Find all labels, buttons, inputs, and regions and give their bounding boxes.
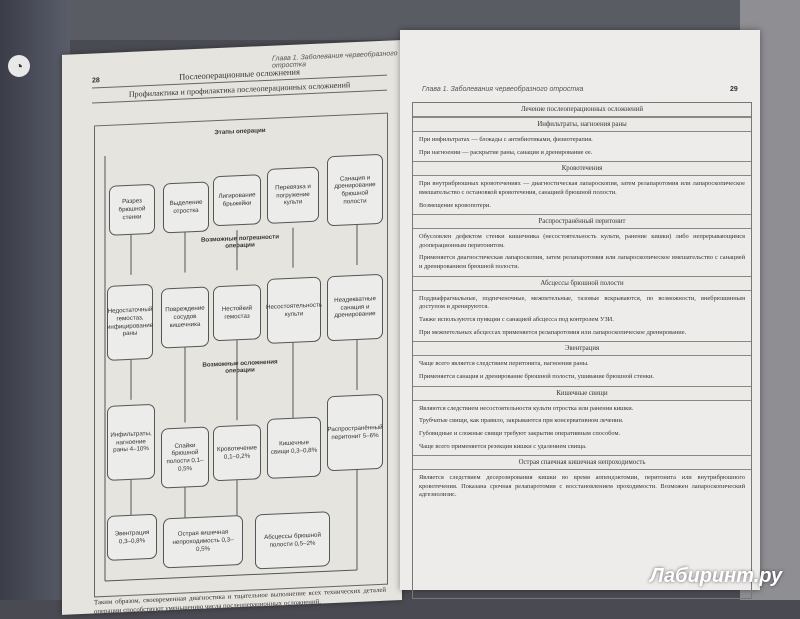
section-paragraph: Губовидные и сложные свищи требуют закры…: [419, 429, 621, 437]
error-stump-failure: Несостоятельность культи: [266, 276, 322, 344]
section-paragraph: Поддиафрагмальные, подпеченочные, межпет…: [419, 294, 745, 311]
section-paragraph: Обусловлен дефектом стенки кишечника (не…: [419, 233, 745, 249]
flow-diagram: Этапы операции Возможные погрешности опе…: [94, 112, 388, 598]
stage-mesentery-ligation: Лигирование брыжейки: [213, 174, 261, 227]
section-title: Инфильтраты, нагноения раны: [413, 117, 751, 132]
complication-bleeding: Кровотечение 0,1–0,2%: [213, 424, 261, 482]
section-paragraph: Возмещение кровопотери.: [419, 201, 491, 209]
section-paragraph: Являются следствием несостоятельности ку…: [419, 404, 634, 412]
watermark: Лабиринт.ру: [650, 565, 783, 587]
section-paragraph: Чаще всего является следствием перитонит…: [419, 360, 589, 368]
right-running-head: Глава 1. Заболевания червеобразного отро…: [422, 86, 584, 93]
section-title: Абсцессы брюшной полости: [413, 275, 751, 291]
section-paragraph: Применяется диагностическая лапароскопия…: [419, 254, 745, 271]
stage-sanitation: Санация и дренирование брюшной полости: [327, 153, 383, 227]
error-inadequate-sanitation: Неадекватные санация и дренирование: [327, 273, 383, 342]
complication-obstruction: Острая кишечная непроходимость 0,3–0,5%: [163, 514, 243, 569]
background-left: [0, 0, 70, 600]
section-paragraph: Чаще всего применяется резекция кишки с …: [419, 442, 587, 450]
stage-incision: Разрез брюшной стенки: [109, 183, 155, 236]
complication-abscesses: Абсцессы брюшной полости 0,5–2%: [255, 511, 330, 570]
section-title: Распространённый перитонит: [413, 214, 751, 230]
error-unstable-hemostasis: Нестойкий гемостаз: [213, 284, 261, 342]
section-title: Эвентрация: [413, 341, 751, 357]
section-paragraph: Также используются пункции с санацией аб…: [419, 316, 614, 324]
stage-stump-ligation: Перевязка и погружение культи: [267, 166, 319, 224]
error-vessel-damage: Повреждение сосудов кишечника: [161, 286, 209, 349]
table-title: Лечение послеоперационных осложнений: [413, 103, 751, 117]
diagram-connectors: [104, 155, 358, 582]
complication-peritonitis: Распространённый перитонит 5–6%: [327, 393, 383, 472]
section-paragraph: Является следствием десерозирования кишк…: [419, 474, 745, 499]
left-page: Глава 1. Заболевания червеобразного отро…: [62, 40, 402, 615]
complication-fistulas: Кишечные свищи 0,3–0,8%: [267, 416, 321, 479]
section-paragraph: При инфильтратах — блокады с антибиотика…: [419, 136, 593, 143]
section-title: Кишечные свищи: [413, 385, 751, 401]
complication-eventration: Эвентрация 0,3–0,8%: [107, 513, 157, 561]
treatment-table: Лечение послеоперационных осложнений Инф…: [412, 102, 752, 599]
stage-appendix-isolation: Выделение отростка: [163, 181, 209, 234]
right-page-number: 29: [730, 86, 738, 93]
section-title: Острая спаечная кишечная непроходимость: [413, 455, 751, 471]
complication-adhesions: Спайки брюшной полости 0,1–0,5%: [161, 426, 209, 489]
section-paragraph: При нагноении — раскрытие раны, санация …: [419, 148, 593, 156]
section-paragraph: При внутрибрюшных кровотечениях — диагно…: [419, 180, 745, 196]
complication-wound-infection: Инфильтраты, нагноение раны 4–10%: [107, 403, 155, 481]
right-page: Глава 1. Заболевания червеобразного отро…: [400, 30, 760, 599]
section-title: Кровотечения: [413, 161, 751, 177]
section-paragraph: Трубчатые свищи, как правило, закрываютс…: [419, 417, 624, 425]
section-paragraph: Применяется санация и дренирование брюшн…: [419, 372, 654, 380]
app-logo-icon[interactable]: ◔: [8, 55, 30, 77]
section-paragraph: При межпетельных абсцессах применяется р…: [419, 328, 687, 336]
error-hemostasis-infection: Недостаточный гемостаз, инфицирование ра…: [107, 283, 153, 361]
